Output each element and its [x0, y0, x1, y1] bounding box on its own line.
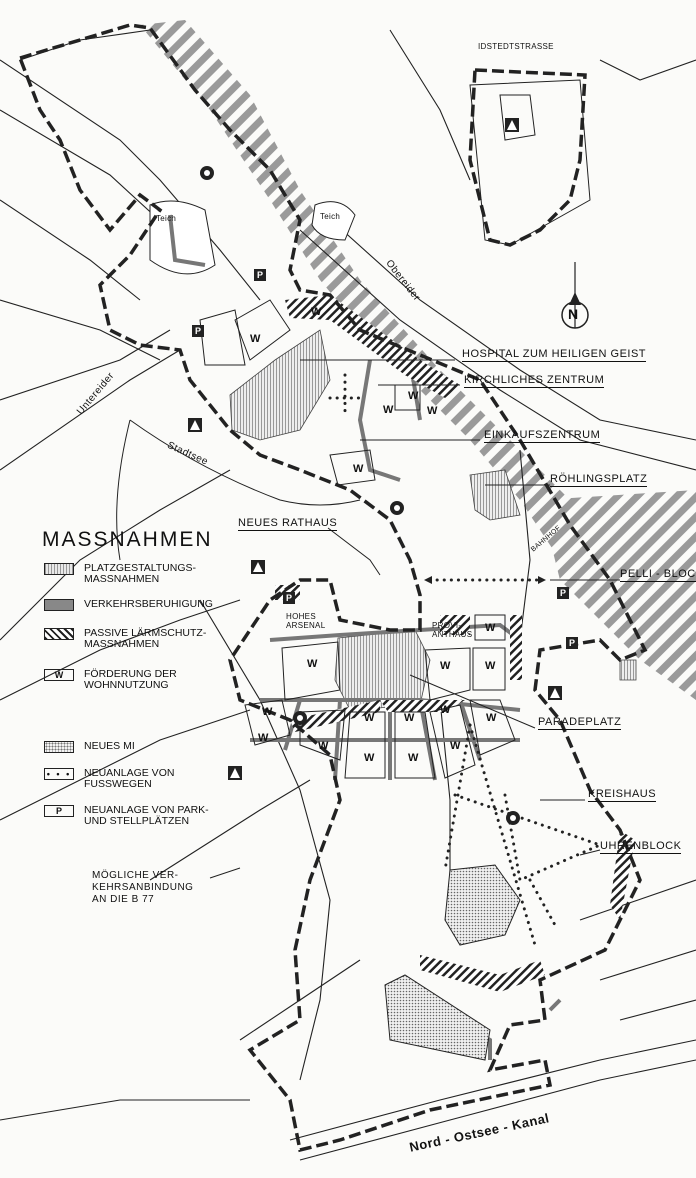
pond-east: [311, 201, 356, 241]
housing-mark: W: [383, 404, 394, 416]
callout-paradeplatz: PARADEPLATZ: [538, 716, 622, 730]
housing-mark: W: [440, 704, 451, 716]
housing-mark: W: [364, 752, 375, 764]
housing-mark: W: [485, 660, 496, 672]
noise-protection-8: [290, 700, 380, 732]
legend-text: FUSSWEGEN: [84, 778, 152, 790]
legend-item-parken: P NEUANLAGE VON PARK-UND STELLPLÄTZEN: [44, 805, 209, 827]
housing-mark: W: [250, 333, 261, 345]
housing-mark: W: [318, 740, 329, 752]
label-anbindung-3: AN DIE B 77: [92, 894, 155, 905]
housing-mark: W: [262, 706, 273, 718]
noise-protection-1: [285, 295, 460, 398]
callout-roehlingsplatz: RÖHLINGSPLATZ: [550, 473, 648, 487]
housing-mark: W: [485, 622, 496, 634]
callout-kreishaus: KREISHAUS: [588, 788, 657, 802]
callout-pelli-block: PELLI - BLOCK: [620, 568, 696, 582]
legend-text: PLATZGESTALTUNGS-: [84, 562, 197, 574]
legend-item-mi: NEUES MI: [44, 741, 135, 753]
housing-mark: W: [486, 712, 497, 724]
new-mi-area-1: [444, 864, 521, 946]
noise-protection-5: [610, 830, 635, 920]
street-idstedtstrasse: IDSTEDTSTRASSE: [478, 42, 554, 51]
housing-mark: W: [364, 712, 375, 724]
housing-mark: W: [258, 732, 269, 744]
legend-text: PASSIVE LÄRMSCHUTZ-: [84, 627, 207, 639]
legend-swatch-w: W: [44, 669, 74, 681]
callout-leaders: [209, 359, 620, 879]
housing-mark: W: [404, 712, 415, 724]
north-arrow-label: N: [568, 306, 579, 322]
label-anbindung-1: MÖGLICHE VER-: [92, 870, 179, 881]
pond-label-west: Teich: [156, 214, 177, 223]
parking-mark: P: [557, 587, 569, 599]
parking-mark: P: [283, 592, 295, 604]
callout-uhrenblock: UHRENBLOCK: [600, 840, 682, 854]
legend-text: WOHNNUTZUNG: [84, 679, 169, 691]
new-mi-area-2: [384, 974, 491, 1061]
housing-mark: W: [408, 390, 419, 402]
callout-einkaufszentrum: EINKAUFSZENTRUM: [484, 429, 601, 443]
label-provi: PROVI-: [432, 621, 462, 630]
label-arsenal: ARSENAL: [286, 621, 326, 630]
platz-area-1: [229, 329, 331, 441]
label-anthaus: ANTHAUS: [432, 630, 473, 639]
noise-protection-4: [510, 615, 522, 680]
facility-icons: [188, 118, 562, 825]
parking-mark: P: [192, 325, 204, 337]
housing-mark: W: [450, 740, 461, 752]
legend-text: UND STELLPLÄTZEN: [84, 815, 190, 827]
label-hohes: HOHES: [286, 612, 316, 621]
label-anbindung-2: KEHRSANBINDUNG: [92, 882, 194, 893]
callout-hospital: HOSPITAL ZUM HEILIGEN GEIST: [462, 348, 647, 362]
street-network: [0, 29, 696, 1161]
pond-west: [149, 200, 216, 275]
housing-mark: W: [427, 405, 438, 417]
study-area-boundary: [17, 23, 648, 1153]
callout-neues-rathaus: NEUES RATHAUS: [238, 517, 338, 531]
callout-kirchliches-zentrum: KIRCHLICHES ZENTRUM: [464, 374, 605, 388]
railway-band-east: [540, 490, 696, 700]
legend-text: MASSNAHMEN: [84, 638, 160, 650]
parade-blocks: [199, 79, 591, 779]
legend-swatch-footpath: • • •: [44, 768, 74, 780]
stadtsee: [129, 419, 361, 506]
housing-mark: W: [440, 660, 451, 672]
parking-mark: P: [254, 269, 266, 281]
legend-item-platz: PLATZGESTALTUNGS-MASSNAHMEN: [44, 563, 196, 585]
legend-text: FÖRDERUNG DER: [84, 668, 177, 680]
legend-title: MASSNAHMEN: [42, 528, 213, 551]
platz-area-roehlings: [469, 469, 521, 521]
legend-text: NEUES MI: [84, 740, 135, 752]
legend-swatch-p: P: [44, 805, 74, 817]
housing-mark: W: [307, 658, 318, 670]
north-arrow-symbol: [561, 262, 589, 329]
legend-swatch-hatch: [44, 563, 74, 575]
housing-mark: W: [311, 306, 322, 318]
platz-area-small: [619, 659, 637, 681]
noise-protection-2: [380, 700, 465, 712]
legend-footpath-dots: • • •: [46, 768, 72, 779]
pond-label-east: Teich: [320, 212, 341, 221]
legend-item-verkehr: VERKEHRSBERUHIGUNG: [44, 599, 213, 611]
legend-text: NEUANLAGE VON PARK-: [84, 804, 209, 816]
housing-mark: W: [408, 752, 419, 764]
housing-mark: W: [353, 463, 364, 475]
legend-swatch-dots: [44, 741, 74, 753]
legend-item-laerm: PASSIVE LÄRMSCHUTZ-MASSNAHMEN: [44, 628, 206, 650]
legend-text: VERKEHRSBERUHIGUNG: [84, 598, 213, 610]
legend-swatch-dark: [44, 599, 74, 611]
noise-protection-7: [440, 615, 470, 635]
legend-swatch-diagonal: [44, 628, 74, 640]
parking-mark: P: [566, 637, 578, 649]
noise-protection-3: [420, 955, 545, 992]
north-area-boundary: [468, 68, 587, 247]
legend-text: MASSNAHMEN: [84, 573, 160, 585]
legend-text: NEUANLAGE VON: [84, 767, 175, 779]
